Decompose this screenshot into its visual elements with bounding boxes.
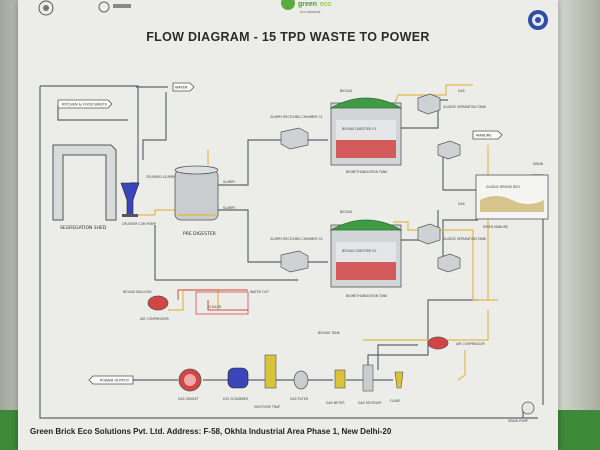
drain-pump: DRAIN PUMP [508,401,535,423]
sludge-tank-1: SLUDGE SEPARATION TANK [417,93,487,160]
svg-text:BIOGAS TANK: BIOGAS TANK [318,331,341,335]
seal-logo [528,10,548,30]
svg-text:SLURRY: SLURRY [223,180,235,184]
svg-text:CRUSHED SLURRY: CRUSHED SLURRY [146,175,175,179]
logo-brand-2: eco [320,1,331,8]
svg-text:POWER OUTPUT: POWER OUTPUT [100,379,130,383]
gas-receiver: GAS RECEIVER [358,364,382,405]
gas-meter: GAS METER [326,369,345,405]
crusher-pump: CRUSHER CUM PUMP CRUSHED SLURRY [120,175,175,226]
svg-text:SLUDGE SEPARATION TANK: SLUDGE SEPARATION TANK [443,105,487,109]
svg-text:WATER: WATER [175,86,188,90]
svg-text:BIOGAS BALLOON: BIOGAS BALLOON [123,290,152,294]
svg-text:GAS RECEIVER: GAS RECEIVER [358,401,382,405]
svg-text:BIOMETHANISATION TANK: BIOMETHANISATION TANK [346,294,388,298]
svg-text:GAS FILTER: GAS FILTER [290,397,309,401]
chiller: CHILLER WATER OUT [195,290,269,315]
flare: FLARE [390,371,404,403]
flow-diagram: green eco eco solutions [38,0,549,423]
pre-digester-tank: PRE DIGESTER SLURRY SLURRY [174,165,235,237]
tag-water: WATER [172,82,195,92]
greeneco-logo: green eco eco solutions [281,0,331,14]
poster-board: FLOW DIAGRAM - 15 TPD WASTE TO POWER gre… [18,0,558,450]
svg-text:H2S SCRUBBER: H2S SCRUBBER [223,397,249,401]
svg-text:CHILLER: CHILLER [208,305,222,309]
svg-text:KITCHEN & FOOD WASTE: KITCHEN & FOOD WASTE [62,103,108,107]
tag-manure: MANURE [472,130,503,140]
svg-text:BIOGAS DIGESTER 01: BIOGAS DIGESTER 01 [342,127,376,131]
svg-text:BIOGAS: BIOGAS [340,210,352,214]
biogas-tank-right: AIR COMPRESSOR BIOGAS TANK [318,331,486,350]
svg-text:WATER OUT: WATER OUT [250,290,269,294]
svg-text:BIOGAS: BIOGAS [340,89,352,93]
svg-text:GAS GENSET: GAS GENSET [178,397,199,401]
sludge-drying-bed: SLUDGE DRYING BED DRIED MANURE DRAIN [475,162,549,229]
backdrop-right [555,0,600,450]
svg-text:GAS METER: GAS METER [326,401,345,405]
logo-tagline: eco solutions [300,10,321,14]
svg-text:MOISTURE TRAP: MOISTURE TRAP [254,405,280,409]
svg-text:SLURRY: SLURRY [223,206,235,210]
biogas-digester-1: BIOGAS DIGESTER 01 BIOMETHANISATION TANK… [329,89,403,174]
svg-text:AIR COMPRESSOR: AIR COMPRESSOR [456,342,486,346]
svg-text:CRUSHER CUM PUMP: CRUSHER CUM PUMP [122,222,156,226]
svg-text:AIR COMPRESSOR: AIR COMPRESSOR [140,317,170,321]
slurry-pipes [138,84,498,381]
svg-text:PRE DIGESTER: PRE DIGESTER [183,231,216,237]
segregation-shed: SEGREGATION SHED [52,144,117,231]
svg-text:DRIED MANURE: DRIED MANURE [483,225,508,229]
svg-text:DRAIN PUMP: DRAIN PUMP [508,419,528,423]
moisture-trap: MOISTURE TRAP [254,354,280,409]
svg-text:BIOGAS DIGESTER 02: BIOGAS DIGESTER 02 [342,249,376,253]
main-pipes [39,85,544,419]
svg-text:SLURRY RECEIVING CHAMBER 02: SLURRY RECEIVING CHAMBER 02 [270,237,323,241]
svg-text:FLARE: FLARE [390,399,400,403]
svg-text:SLURRY RECEIVING CHAMBER 01: SLURRY RECEIVING CHAMBER 01 [270,115,323,119]
gas-label-1: GAS [458,89,465,93]
slurry-chamber-2: SLURRY RECEIVING CHAMBER 02 [270,237,323,273]
h2s-scrubber: H2S SCRUBBER [223,367,249,401]
gas-filter: GAS FILTER [290,370,309,401]
slurry-chamber-1: SLURRY RECEIVING CHAMBER 01 [270,115,323,150]
gas-label-2: GAS [458,202,465,206]
tag-food-waste: KITCHEN & FOOD WASTE [57,99,113,109]
svg-text:DRAIN: DRAIN [533,162,544,166]
svg-text:SLUDGE SEPARATION TANK: SLUDGE SEPARATION TANK [443,237,487,241]
svg-text:SEGREGATION SHED: SEGREGATION SHED [60,225,107,231]
gas-pipes [177,289,248,311]
sludge-tank-2: SLUDGE SEPARATION TANK [417,223,487,273]
biogas-digester-2: BIOGAS DIGESTER 02 BIOMETHANISATION TANK… [329,210,403,298]
svg-text:SLUDGE DRYING BED: SLUDGE DRYING BED [486,185,520,189]
gas-genset: GAS GENSET [178,368,202,401]
diagram-title: FLOW DIAGRAM - 15 TPD WASTE TO POWER [146,30,430,44]
svg-text:MANURE: MANURE [476,134,492,138]
footer-address: Green Brick Eco Solutions Pvt. Ltd. Addr… [30,427,392,436]
tag-power: POWER OUTPUT [88,375,134,385]
left-logo [38,0,131,16]
svg-text:BIOMETHANISATION TANK: BIOMETHANISATION TANK [346,170,388,174]
air-compressor-left: BIOGAS BALLOON AIR COMPRESSOR [123,290,170,321]
logo-brand: green [298,1,317,8]
